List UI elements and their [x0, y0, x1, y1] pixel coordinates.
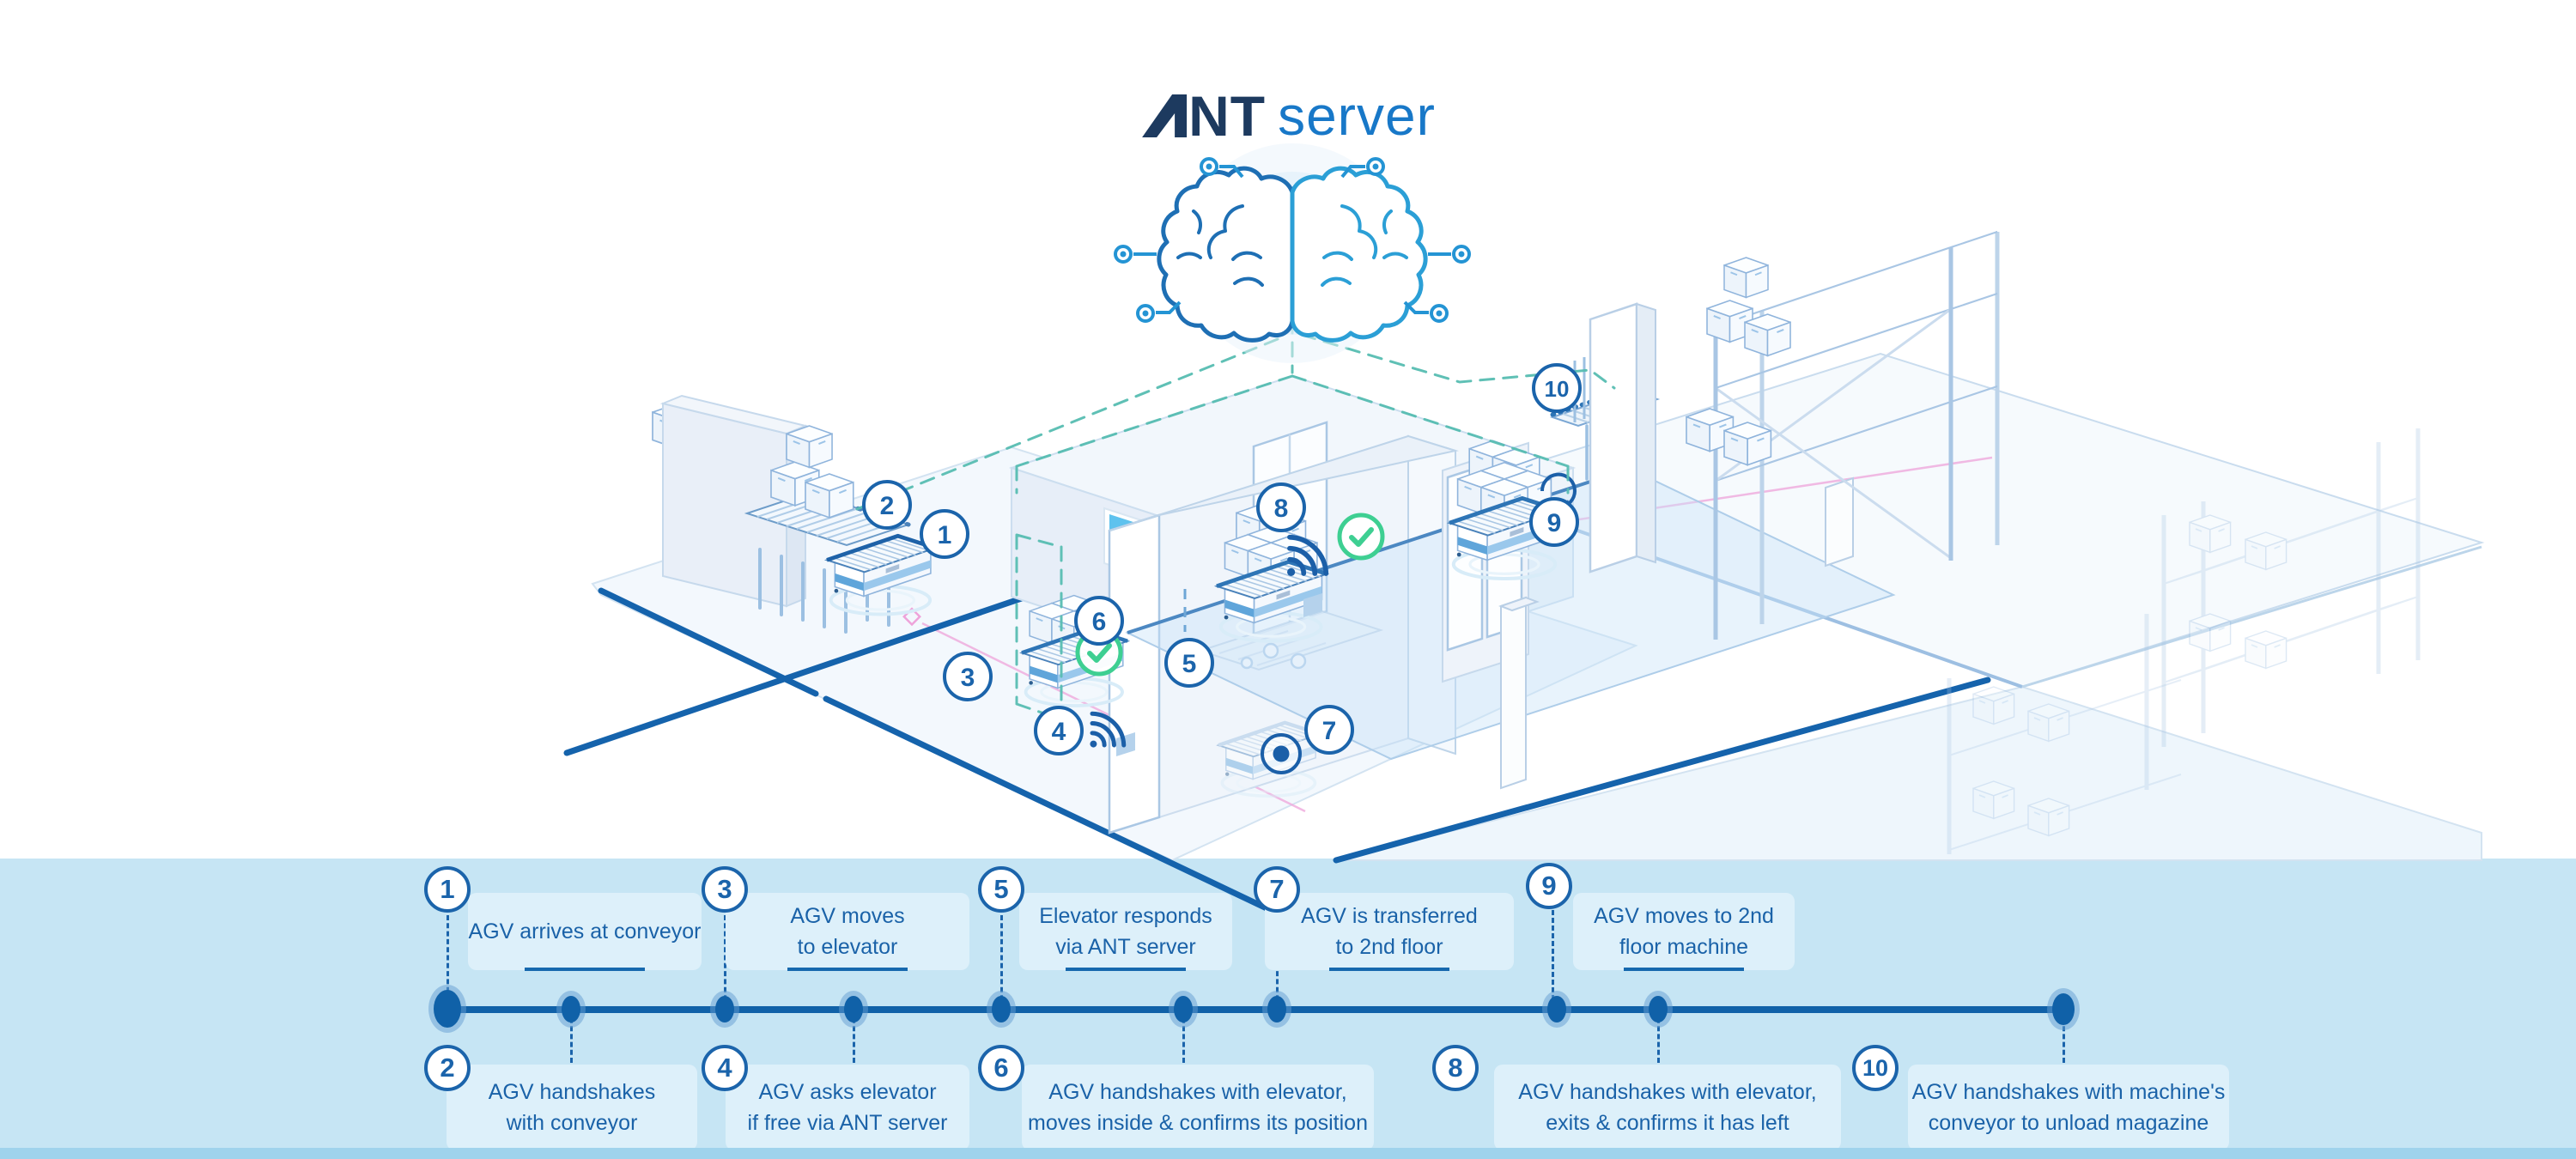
svg-text:7: 7 — [1322, 717, 1337, 745]
wall-conveyor-station — [651, 394, 912, 634]
machine-conveyor-station — [1549, 302, 1661, 573]
logo-product-text: server — [1278, 85, 1436, 147]
faded-rack-right — [2161, 428, 2421, 747]
scene-marker-4: 4 — [1034, 706, 1084, 755]
scene-marker-10: 10 — [1532, 363, 1582, 413]
brain-icon — [1114, 143, 1471, 363]
pallet-rack — [1685, 231, 2000, 640]
scene-marker-3: 3 — [943, 652, 993, 701]
logo-brand-text: NT — [1188, 84, 1267, 148]
scene-marker-8: 8 — [1256, 482, 1306, 532]
wifi-icon — [1287, 534, 1329, 576]
scene-markers: 1 2 3 4 5 6 7 8 9 10 — [862, 363, 1582, 755]
svg-text:5: 5 — [1182, 650, 1197, 678]
scene-marker-6: 6 — [1074, 596, 1124, 646]
agv-route-lines — [563, 586, 1991, 912]
brain-circuit-nodes — [1114, 157, 1471, 323]
scene-marker-9: 9 — [1529, 497, 1579, 547]
logo-a-icon — [1142, 94, 1188, 137]
faded-rack-bottom — [1947, 614, 2182, 854]
svg-text:3: 3 — [961, 664, 975, 692]
svg-text:6: 6 — [1092, 608, 1107, 636]
svg-text:10: 10 — [1545, 376, 1570, 402]
band-bottom-strip — [0, 1148, 2576, 1159]
scene-marker-7: 7 — [1304, 705, 1354, 755]
scene-marker-2: 2 — [862, 480, 912, 530]
wifi-icon — [1090, 711, 1127, 748]
svg-text:4: 4 — [1052, 718, 1066, 746]
logo-brand: NT — [1140, 84, 1267, 148]
warehouse-illustration: 1 2 3 4 5 6 7 8 9 10 — [563, 143, 2485, 912]
scene-marker-5: 5 — [1164, 638, 1214, 688]
scene-marker-1: 1 — [920, 509, 969, 559]
svg-text:8: 8 — [1274, 495, 1289, 523]
check-icon — [1337, 513, 1385, 561]
target-icon — [1261, 733, 1302, 774]
svg-text:9: 9 — [1547, 509, 1562, 537]
ant-server-logo: NT server — [1140, 84, 1436, 148]
svg-text:2: 2 — [880, 492, 895, 520]
svg-text:1: 1 — [938, 521, 952, 549]
